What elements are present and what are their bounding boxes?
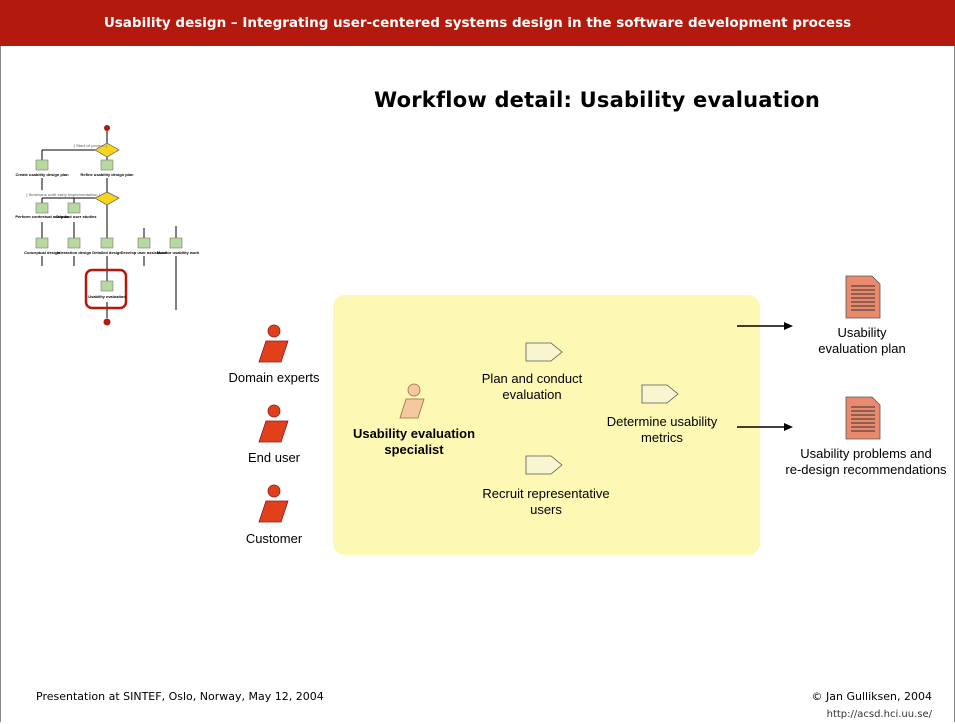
footer-copyright: © Jan Gulliksen, 2004 [811,690,932,703]
mini-contextual-analysis-label: Perform contextual analysis [15,214,69,219]
mini-detailed-design-label: Detailed design [92,250,122,255]
mini-usability-evaluation-label: Usability evaluation [88,294,126,299]
document-icon [845,275,881,319]
stakeholder-label: End user [247,450,301,465]
current-activity-highlight [84,268,128,310]
mini-refine-plan-label: Refine usability design plan [81,172,134,177]
actor-icon [258,484,289,523]
activity-icon [35,237,49,249]
header-bar: Usability design – Integrating user-cent… [0,0,955,46]
activity-icon [525,455,563,475]
activity-icon [525,342,563,362]
stakeholder-label: Customer [245,531,303,546]
document-icon [845,396,881,440]
activity-icon [67,202,81,214]
worker-panel [333,295,760,555]
activity-label-metrics: Determine usability metrics [606,414,718,445]
activity-icon [100,237,114,249]
footer-presentation-info: Presentation at SINTEF, Oslo, Norway, Ma… [36,690,324,703]
activity-icon [100,280,114,292]
artifact-label-problems: Usability problems and re-design recomme… [785,446,947,477]
actor-icon [258,404,289,443]
stakeholder-label: Domain experts [228,370,320,385]
decision-diamond-icon [94,142,120,158]
actor-icon [258,324,289,363]
mini-decision1-label: [ Start of project ] [74,143,108,148]
activity-icon [137,237,151,249]
activity-icon [35,202,49,214]
artifact-label-plan: Usability evaluation plan [818,325,906,356]
activity-icon [641,384,679,404]
worker-icon [399,383,425,419]
mini-decision2-label: [ Iterations until early implementation … [26,192,100,197]
mini-monitor-work-label: Monitor usability work [157,250,200,255]
activity-label-recruit: Recruit representative users [482,486,610,517]
activity-label-plan: Plan and conduct evaluation [481,371,583,402]
footer-url: http://acsd.hci.uu.se/ [826,709,932,720]
activity-icon [169,237,183,249]
activity-icon [100,159,114,171]
activity-icon [35,159,49,171]
start-node-icon [104,125,110,131]
mini-create-plan-label: Create usability design plan [15,172,69,177]
worker-label: Usability evaluation specialist [352,426,476,457]
mini-user-studies-label: Conduct user studies [56,214,98,219]
slide-title: Workflow detail: Usability evaluation [374,88,821,112]
mini-user-assistance-label: Develop user assistance [121,250,168,255]
header-title: Usability design – Integrating user-cent… [103,15,852,31]
mini-interaction-design-label: Interaction design [57,250,92,255]
decision-diamond-icon [94,191,120,206]
activity-icon [67,237,81,249]
end-node-icon [103,318,111,326]
mini-conceptual-design-label: Conceptual design [24,250,60,255]
